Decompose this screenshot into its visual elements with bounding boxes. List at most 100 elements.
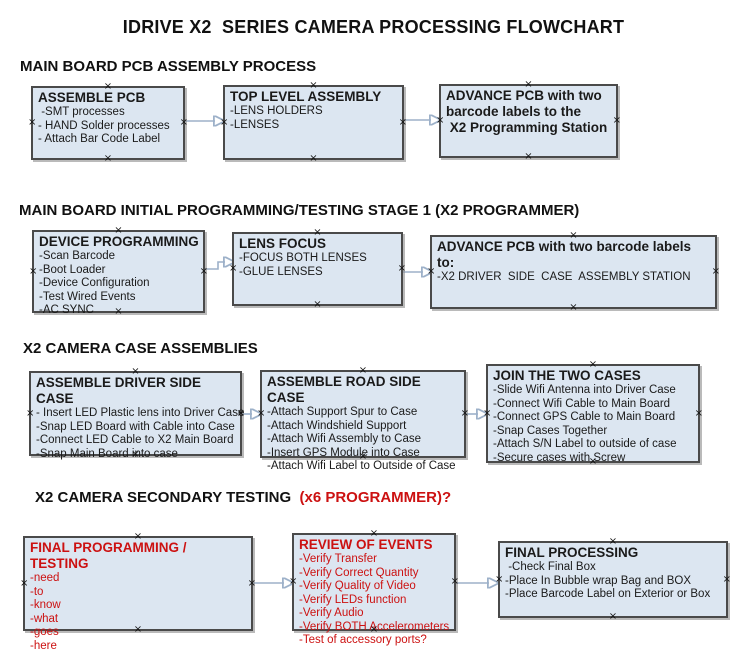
box-item: -Boot Loader xyxy=(39,263,106,276)
connector-handle-icon: × xyxy=(483,407,492,419)
box-item: -Verify Transfer xyxy=(299,553,377,565)
box-title: ASSEMBLE PCB xyxy=(38,90,146,105)
box-item: -Attach Windshield Support xyxy=(267,419,407,432)
box-item: -X2 DRIVER SIDE CASE ASSEMBLY STATION xyxy=(437,271,691,283)
flow-box-review-of-events: REVIEW OF EVENTS -Verify Transfer -Verif… xyxy=(289,529,459,647)
connector-handle-icon: × xyxy=(711,266,720,277)
page-title: IDRIVE X2 SERIES CAMERA PROCESSING FLOWC… xyxy=(122,17,625,37)
connector-handle-icon: × xyxy=(289,576,298,587)
box-item: -GLUE LENSES xyxy=(239,265,323,278)
box-title: TOP LEVEL ASSEMBLY xyxy=(230,89,382,104)
flow-box-assemble-road-side-case: ASSEMBLE ROAD SIDE CASE -Attach Support … xyxy=(257,366,469,473)
flow-box-assemble-pcb: ASSEMBLE PCB -SMT processes - HAND Solde… xyxy=(28,82,188,164)
box-item: -Connect Wifi Cable to Main Board xyxy=(493,397,671,410)
box-title: ADVANCE PCB with two barcode labels to: xyxy=(437,239,695,270)
connector-handle-icon: × xyxy=(694,407,703,419)
box-item: -LENS HOLDERS xyxy=(230,105,323,117)
section-heading-red-part: (x6 PROGRAMMER)? xyxy=(299,489,452,506)
connector-handle-icon: × xyxy=(309,153,318,164)
box-title: LENS FOCUS xyxy=(239,236,327,251)
box-item: -AC SYNC xyxy=(39,304,94,316)
flow-box-lens-focus: LENS FOCUS -FOCUS BOTH LENSES -GLUE LENS… xyxy=(229,228,406,310)
box-item: -Test Wired Events xyxy=(39,290,136,303)
box-title: FINAL PROCESSING xyxy=(505,545,639,560)
box-item: -Snap Cases Together xyxy=(493,424,608,437)
box-item: -Verify LEDs function xyxy=(299,593,407,606)
connector-handle-icon: × xyxy=(495,573,504,585)
box-title: FINAL PROGRAMMING / TESTING xyxy=(30,540,191,571)
box-item: -Verify Audio xyxy=(299,607,364,619)
section-heading-initial-programming: MAIN BOARD INITIAL PROGRAMMING/TESTING S… xyxy=(19,202,580,219)
box-item: -Attach Wifi Label to Outside of Case xyxy=(267,460,456,472)
section-heading-secondary-testing: X2 CAMERA SECONDARY TESTING (x6 PROGRAMM… xyxy=(35,489,451,506)
connector-handle-icon: × xyxy=(398,116,407,128)
box-title: DEVICE PROGRAMMING xyxy=(39,234,199,249)
box-item: -to xyxy=(30,585,44,598)
box-item: -Attach S/N Label to outside of case xyxy=(493,438,677,450)
box-item: -Verify Quality of Video xyxy=(299,580,416,592)
flow-box-top-level-assembly: TOP LEVEL ASSEMBLY -LENS HOLDERS -LENSES… xyxy=(220,81,407,164)
box-item: - HAND Solder processes xyxy=(38,119,170,132)
connector-handle-icon: × xyxy=(397,263,406,274)
connector-handle-icon: × xyxy=(612,115,621,126)
connector-handle-icon: × xyxy=(26,407,35,419)
connector-handle-icon: × xyxy=(608,611,618,622)
box-item: -Attach Wifi Assembly to Case xyxy=(267,433,422,445)
box-item: -here xyxy=(30,639,57,652)
section-heading-case-assemblies: X2 CAMERA CASE ASSEMBLIES xyxy=(23,340,258,357)
connector-handle-icon: × xyxy=(220,116,229,128)
section-heading-black-part: X2 CAMERA SECONDARY TESTING xyxy=(35,489,300,506)
box-title: ASSEMBLE ROAD SIDE CASE xyxy=(267,374,425,405)
connector-handle-icon: × xyxy=(179,117,188,128)
connector-handle-icon: × xyxy=(450,576,459,587)
connector-handle-icon: × xyxy=(569,302,578,313)
flow-box-advance-to-programming-station: ADVANCE PCB with two barcode labels to t… xyxy=(436,80,621,162)
box-item: -Insert GPS Module into Case xyxy=(267,446,420,459)
flow-box-join-the-two-cases: JOIN THE TWO CASES -Slide Wifi Antenna i… xyxy=(483,360,703,467)
box-item: -goes xyxy=(30,626,59,638)
connector-handle-icon: × xyxy=(28,117,37,128)
box-item: -SMT processes xyxy=(38,106,125,118)
connector-handle-icon: × xyxy=(460,408,469,419)
box-item: - Insert LED Plastic lens into Driver Ca… xyxy=(36,407,245,419)
connector-handle-icon: × xyxy=(436,115,445,126)
box-item: -Place In Bubble wrap Bag and BOX xyxy=(505,574,692,587)
box-item: -Snap LED Board with Cable into Case xyxy=(36,420,235,433)
connector-handle-icon: × xyxy=(229,263,238,274)
box-item: -Scan Barcode xyxy=(39,250,116,262)
connector-handle-icon: × xyxy=(29,265,38,277)
connector-handle-icon: × xyxy=(20,577,29,589)
box-item: -Test of accessory ports? xyxy=(299,634,427,646)
box-item: -Check Final Box xyxy=(505,561,596,573)
box-item: -what xyxy=(30,612,59,625)
box-title: REVIEW OF EVENTS xyxy=(299,537,433,552)
box-item: -Secure cases with Screw xyxy=(493,451,626,464)
flow-box-final-programming-testing: FINAL PROGRAMMING / TESTING -need -to -k… xyxy=(20,532,256,652)
box-item: -LENSES xyxy=(230,118,280,131)
box-title: JOIN THE TWO CASES xyxy=(493,368,641,383)
connector-handle-icon: × xyxy=(524,151,533,162)
box-item: -know xyxy=(30,599,61,611)
connector-handle-icon: × xyxy=(427,266,436,277)
box-item: -Place Barcode Label on Exterior or Box xyxy=(505,588,711,600)
box-item: -Verify Correct Quantity xyxy=(299,566,419,579)
flow-box-advance-to-driver-side-station: ADVANCE PCB with two barcode labels to: … xyxy=(427,231,720,313)
box-item: -Connect LED Cable to X2 Main Board xyxy=(36,434,234,446)
box-item: -Slide Wifi Antenna into Driver Case xyxy=(493,384,676,396)
box-item: -need xyxy=(30,572,60,584)
connector-handle-icon: × xyxy=(313,299,322,310)
connector-handle-icon: × xyxy=(722,573,731,585)
box-title: ASSEMBLE DRIVER SIDE CASE xyxy=(36,375,205,406)
flow-box-device-programming: DEVICE PROGRAMMING -Scan Barcode -Boot L… xyxy=(29,226,208,317)
box-item: -Attach Support Spur to Case xyxy=(267,406,418,418)
box-item: -Verify BOTH Accelerometers xyxy=(299,620,450,633)
connector-handle-icon: × xyxy=(199,265,208,277)
flow-arrow-3 xyxy=(205,262,225,270)
box-item: -Snap Main Board into case xyxy=(36,447,178,460)
connector-handle-icon: × xyxy=(247,577,256,589)
box-item: - Attach Bar Code Label xyxy=(38,133,161,145)
box-item: -Connect GPS Cable to Main Board xyxy=(493,411,676,423)
box-item: -FOCUS BOTH LENSES xyxy=(239,252,367,264)
section-heading-pcb-assembly: MAIN BOARD PCB ASSEMBLY PROCESS xyxy=(20,58,317,75)
